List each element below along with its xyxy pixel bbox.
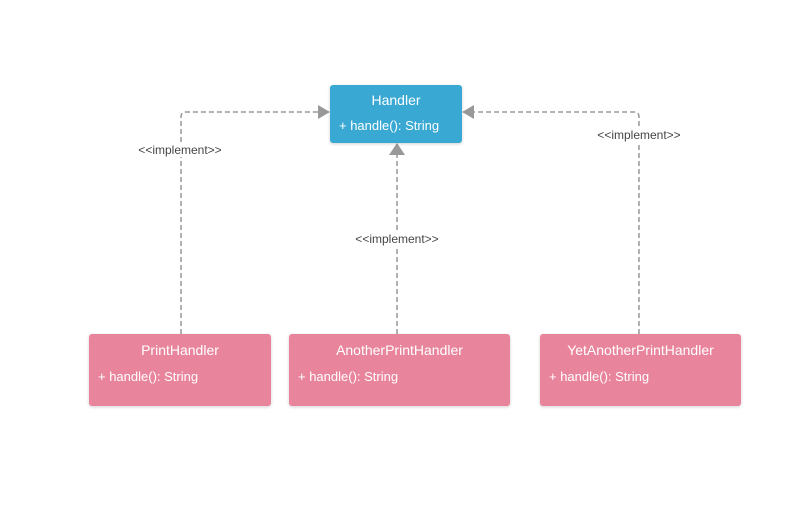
class-name: AnotherPrintHandler — [336, 342, 463, 358]
class-name: Handler — [371, 92, 421, 108]
class-box-handler: Handler + handle(): String — [330, 85, 462, 143]
class-name: YetAnotherPrintHandler — [567, 342, 714, 358]
class-method: + handle(): String — [339, 118, 440, 133]
class-box-yetanotherprinthandler: YetAnotherPrintHandler + handle(): Strin… — [540, 334, 741, 406]
connector-yetanotherprinthandler-to-handler — [462, 105, 640, 334]
class-box-anotherprinthandler: AnotherPrintHandler + handle(): String — [289, 334, 510, 406]
connector-printhandler-to-handler — [180, 105, 330, 334]
implement-label: <<implement>> — [353, 232, 441, 246]
class-box-printhandler: PrintHandler + handle(): String — [89, 334, 271, 406]
arrowhead-left-icon — [462, 105, 474, 119]
arrowhead-up-icon — [389, 143, 405, 155]
implement-connector-line — [474, 111, 640, 334]
implement-connector-line — [180, 111, 318, 334]
class-method: + handle(): String — [298, 369, 399, 384]
class-method: + handle(): String — [98, 369, 199, 384]
implement-label: <<implement>> — [595, 128, 683, 142]
class-name: PrintHandler — [141, 342, 219, 358]
class-method: + handle(): String — [549, 369, 650, 384]
arrowhead-right-icon — [318, 105, 330, 119]
implement-label: <<implement>> — [136, 143, 224, 157]
